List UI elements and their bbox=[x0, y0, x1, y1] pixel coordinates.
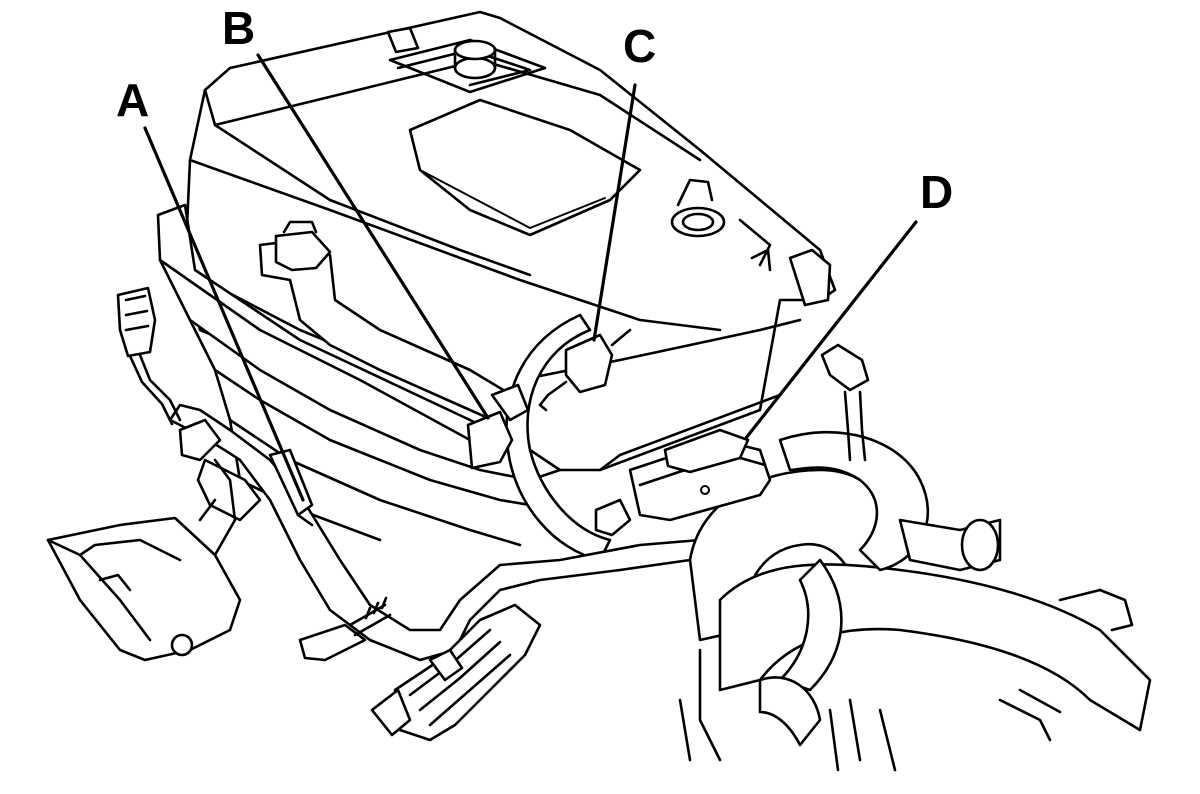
connector-c bbox=[538, 328, 632, 412]
leader-d bbox=[744, 220, 918, 440]
main-harness-bundle bbox=[594, 343, 1152, 772]
leader-b bbox=[256, 53, 490, 420]
callout-b: B bbox=[222, 2, 255, 54]
connector-b bbox=[466, 383, 530, 470]
battery-housing bbox=[183, 10, 837, 472]
wiring-harness bbox=[46, 220, 702, 742]
callout-c: C bbox=[623, 20, 656, 72]
callout-d: D bbox=[920, 166, 953, 218]
leader-c bbox=[592, 83, 637, 342]
callout-a: A bbox=[116, 74, 149, 126]
leader-a bbox=[143, 126, 305, 502]
